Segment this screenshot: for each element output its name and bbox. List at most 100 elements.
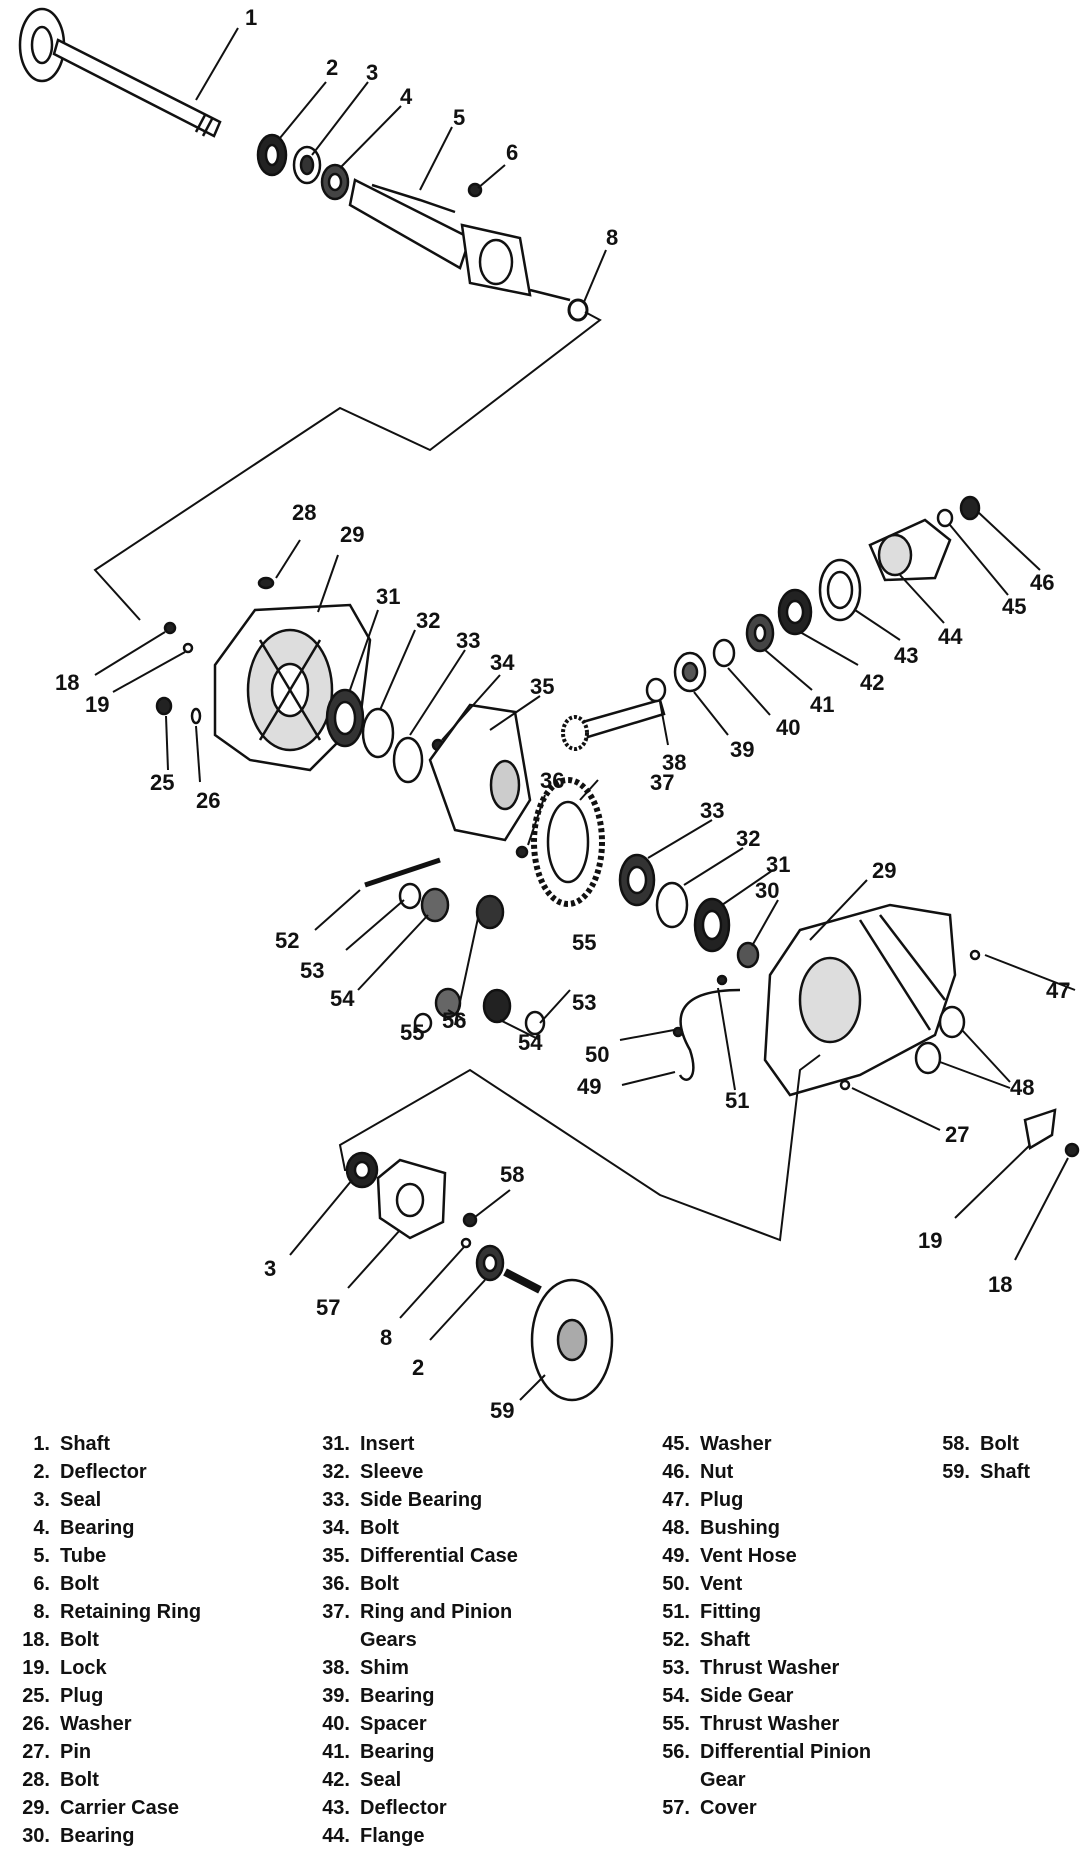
callout-33b: 33 [700,798,724,823]
tube-flange-part [460,223,532,297]
sleeve-part [655,881,689,929]
callout-40: 40 [776,715,800,740]
legend-entry-label: Insert [360,1433,415,1455]
legend-entry: 5.Tube [0,1542,201,1570]
legend-entry-number: 57. [662,1797,690,1819]
callout-37: 37 [650,770,674,795]
guide-line [338,1054,821,1242]
legend-entry-label: Bushing [700,1517,780,1539]
callout-18b: 18 [988,1272,1012,1297]
bushing-part [914,1041,942,1075]
legend-entry: 3.Seal [0,1486,201,1514]
legend-entry: 30.Bearing [0,1822,201,1850]
legend-entry-number: 31. [322,1433,350,1455]
legend-entry-number: 51. [662,1601,690,1623]
callout-28: 28 [292,500,316,525]
callout-31b: 31 [766,852,790,877]
callout-4: 4 [400,84,413,109]
callout-56: 56 [442,1008,466,1033]
callout-45: 45 [1002,594,1026,619]
legend-entry: 36.Bolt [300,1570,518,1598]
legend-entry: 25.Plug [0,1682,201,1710]
legend-entry: Gear [640,1766,871,1794]
callout-59: 59 [490,1398,514,1420]
callout-3: 3 [366,60,378,85]
callout-18: 18 [55,670,79,695]
legend-entry-number: 35. [322,1545,350,1567]
legend-entry-label: Bolt [60,1769,99,1791]
callout-8: 8 [606,225,618,250]
vent-hose-part [678,988,741,1081]
callout-41: 41 [810,692,834,717]
legend-entry: 50.Vent [640,1570,871,1598]
callout-47: 47 [1046,978,1070,1003]
callout-32b: 32 [736,826,760,851]
leader-lines [94,27,1076,1401]
callout-49: 49 [577,1074,601,1099]
bolt-part [515,845,529,859]
legend-entry: 18.Bolt [0,1626,201,1654]
washer-part [936,508,954,528]
callout-53: 53 [300,958,324,983]
legend-entry-label: Bearing [360,1741,435,1763]
bolt-part [1064,1142,1080,1158]
legend-entry-label: Deflector [60,1461,147,1483]
lock-part [1023,1108,1057,1150]
callout-29b: 29 [872,858,896,883]
pinion-bearing-train [645,495,981,703]
legend-entry-label: Thrust Washer [700,1713,840,1735]
legend-entry-label: Shaft [60,1433,110,1455]
legend-entry: 58.Bolt [920,1430,1030,1458]
axle-shaft-assembly [18,7,589,322]
output-shaft-part [503,1268,542,1294]
callout-35: 35 [530,674,554,699]
pin-part [839,1079,851,1091]
legend-entry: 57.Cover [640,1794,871,1822]
plug-part [155,696,173,716]
legend-entry-number: 30. [22,1825,50,1847]
callout-31: 31 [376,584,400,609]
legend-entry-label: Nut [700,1461,734,1483]
callout-36: 36 [540,768,564,793]
legend-entry-number: 49. [662,1545,690,1567]
legend-entry-number: 36. [322,1573,350,1595]
legend-entry: 59.Shaft [920,1458,1030,1486]
legend-entry: 1.Shaft [0,1430,201,1458]
callout-2: 2 [326,55,338,80]
callout-46: 46 [1030,570,1054,595]
legend-entry-label: Carrier Case [60,1797,179,1819]
legend-entry: 55.Thrust Washer [640,1710,871,1738]
legend-entry-label: Bolt [980,1433,1019,1455]
legend-entry-label: Gears [360,1629,417,1651]
legend-entry-label: Differential Pinion [700,1741,872,1763]
legend-entry: 41.Bearing [300,1738,518,1766]
thrust-washer-part [524,1010,546,1036]
bearing-part [736,941,760,969]
callout-50: 50 [585,1042,609,1067]
legend-entry-number: 39. [322,1685,350,1707]
thrust-washer-part [398,882,422,910]
legend-entry: Gears [300,1626,518,1654]
legend-entry: 26.Washer [0,1710,201,1738]
legend-entry-label: Side Bearing [360,1489,483,1511]
axle-tube-part [348,178,472,270]
legend-entry: 4.Bearing [0,1514,201,1542]
legend-entry-number: 53. [662,1657,690,1679]
plug-part [969,949,981,961]
pinion-gear-part [475,894,505,930]
bolt-part [257,576,275,590]
axle-shaft-part [52,38,222,138]
legend-entry: 27.Pin [0,1738,201,1766]
legend-entry-number: 33. [322,1489,350,1511]
callout-39: 39 [730,737,754,762]
sleeve-part [361,707,395,759]
cover-part [376,1158,447,1240]
callout-27: 27 [945,1122,969,1147]
spacer-part [712,638,736,668]
shaft-part [364,857,441,888]
legend-entry-number: 32. [322,1461,350,1483]
callout-2b: 2 [412,1355,424,1380]
legend-entry-number: 28. [22,1769,50,1791]
legend-entry-number: 3. [33,1489,50,1511]
